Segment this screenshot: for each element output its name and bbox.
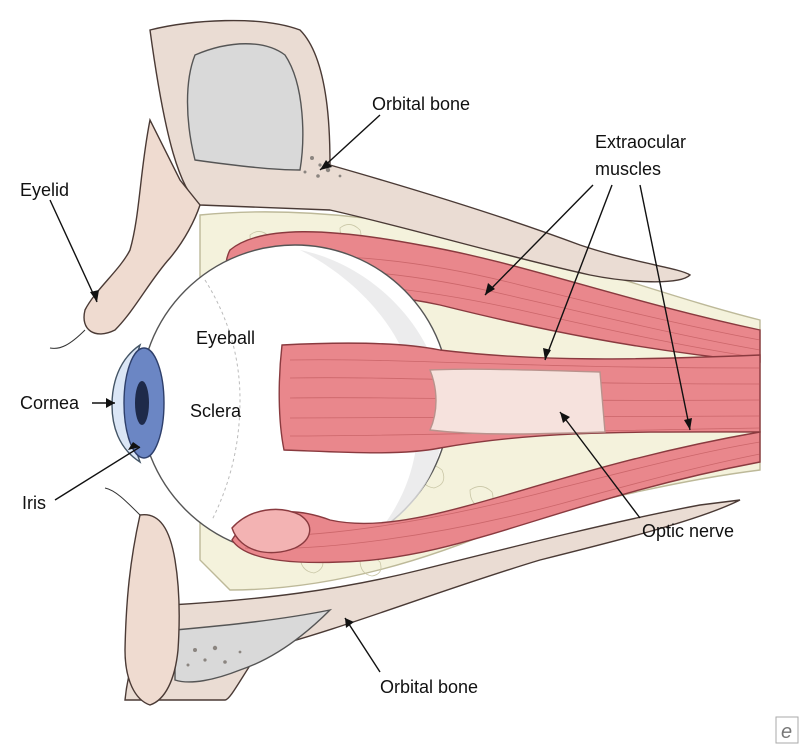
optic-nerve: [428, 368, 606, 435]
label-eyelid: Eyelid: [20, 180, 69, 200]
label-extraocular-line1: Extraocular: [595, 132, 686, 152]
lower-eyelid: [124, 514, 180, 706]
label-eyeball: Eyeball: [196, 328, 255, 348]
label-extraocular-line2: muscles: [595, 159, 661, 179]
oblique-muscle-insertion: [231, 508, 311, 554]
upper-eyelid: [83, 117, 201, 335]
eyeball-shading: [300, 250, 445, 530]
limbus-line: [204, 279, 241, 521]
leader-extraocular-3: [639, 184, 691, 431]
watermark-box: [775, 716, 799, 744]
arrowheads: [90, 160, 692, 628]
label-iris: Iris: [22, 493, 46, 513]
label-optic-nerve: Optic nerve: [642, 521, 734, 541]
upper-bone-cortex: [186, 43, 304, 171]
leader-orbital-bone-bottom: [344, 617, 381, 673]
eyelash-top: [49, 329, 86, 349]
leader-extraocular-2: [544, 184, 613, 361]
leader-extraocular-1: [484, 184, 594, 296]
watermark-logo: e: [781, 721, 792, 743]
leader-eyelid: [49, 199, 98, 303]
leader-iris: [54, 446, 141, 501]
inferior-muscle: [231, 431, 761, 564]
bone-trabeculae-top: [303, 156, 342, 178]
label-orbital-bone-top: Orbital bone: [372, 94, 470, 114]
leader-lines: [49, 114, 691, 673]
bone-trabeculae-bottom: [186, 645, 242, 667]
label-sclera: Sclera: [190, 401, 242, 421]
lower-bone-cortex: [174, 608, 333, 683]
inferior-muscle-fibers: [244, 441, 761, 549]
leader-orbital-bone-top: [319, 114, 381, 171]
label-orbital-bone-bottom: Orbital bone: [380, 677, 478, 697]
leader-optic-nerve: [559, 411, 641, 519]
label-cornea: Cornea: [20, 393, 80, 413]
eyelash-bottom: [104, 487, 141, 516]
pupil: [135, 381, 149, 425]
